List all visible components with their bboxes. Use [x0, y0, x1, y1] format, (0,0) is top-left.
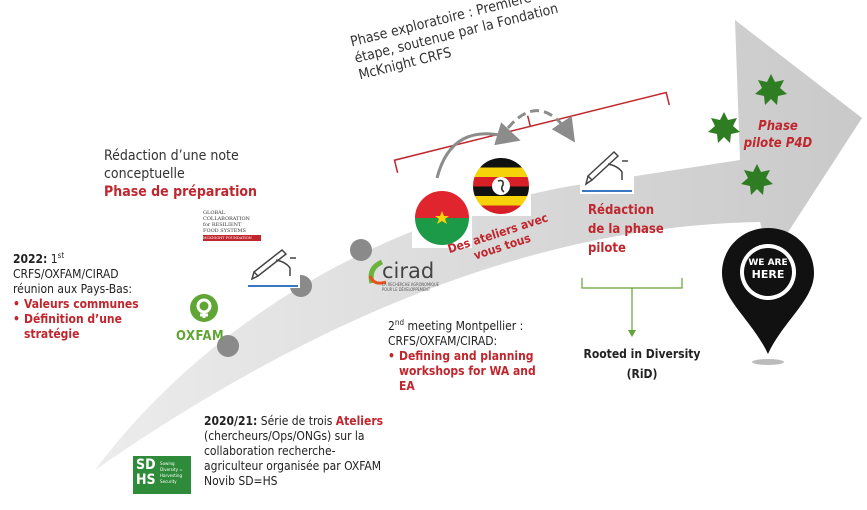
- burkina-faso-flag-icon: [412, 188, 472, 248]
- sdhs-hs: HS: [136, 472, 156, 488]
- milestone-2020-line2: (chercheurs/Ops/ONGs) sur la: [204, 429, 365, 443]
- milestone-2020-ateliers: Ateliers: [335, 414, 384, 428]
- p4d-line1: Phase: [758, 119, 798, 134]
- timeline-dot: [350, 239, 372, 261]
- milestone-2022-ordinal: 1: [47, 252, 58, 266]
- we-are-here-label: WE ARE HERE: [744, 258, 792, 280]
- montpellier-title: meeting Montpellier :: [404, 319, 524, 333]
- concept-note-line1: Rédaction d’une note: [104, 148, 239, 164]
- arc-arrow-2: [506, 109, 575, 143]
- pilot-drafting-label: Rédaction de la phase pilote: [588, 201, 664, 258]
- gcrfs-line1: GLOBAL: [203, 210, 226, 216]
- milestone-2020-line4: agriculteur organisée par OXFAM: [204, 459, 382, 473]
- milestone-2022: 2022: 1st CRFS/OXFAM/CIRAD réunion aux P…: [13, 252, 183, 342]
- exploratory-bracket: [393, 91, 671, 174]
- sdhs-sub4: Security: [160, 480, 177, 485]
- concept-note-line2: conceptuelle: [104, 166, 185, 182]
- bullet-item: Defining and planning workshops for WA a…: [388, 349, 549, 394]
- rid-label: Rooted in Diversity (RiD): [581, 344, 703, 384]
- p4d-line2: pilote P4D: [743, 136, 813, 151]
- milestone-2020-text: Série de trois: [257, 414, 336, 428]
- bullet-item: Définition d’une stratégie: [13, 312, 144, 342]
- rid-line2: (RiD): [626, 367, 658, 381]
- pilot-drafting-line2: de la phase: [588, 222, 664, 237]
- arc-arrow-1: [435, 122, 521, 179]
- timeline-dot: [217, 335, 239, 357]
- sdhs-sd: SD: [136, 457, 156, 473]
- bullet-item: Valeurs communes: [13, 297, 183, 312]
- milestone-2022-year: 2022:: [13, 252, 48, 266]
- oxfam-logo-icon: [190, 294, 218, 322]
- montpellier-partners: CRFS/OXFAM/CIRAD:: [388, 334, 498, 348]
- star-icon: [708, 112, 740, 143]
- rid-line1: Rooted in Diversity: [583, 347, 701, 361]
- oxfam-wordmark: OXFAM: [176, 329, 225, 344]
- milestone-2022-meeting: réunion aux Pays-Bas:: [13, 282, 133, 296]
- writing-hand-icon: [246, 238, 300, 288]
- pilot-drafting-line3: pilote: [588, 241, 626, 256]
- montpellier-ordinal: 2: [388, 319, 395, 333]
- uganda-flag-icon: [471, 156, 531, 216]
- milestone-2022-bullets: Valeurs communes Définition d’une straté…: [13, 297, 183, 342]
- sdhs-sub3: Harvesting: [160, 474, 183, 479]
- p4d-pilot-label: Phase pilote P4D: [738, 118, 818, 152]
- we-are-here-line2: HERE: [751, 268, 785, 281]
- cirad-sub2: POUR LE DÉVELOPPEMENT: [382, 287, 431, 292]
- gcrfs-line3: for RESILIENT: [203, 222, 242, 228]
- pilot-drafting-line1: Rédaction: [588, 203, 655, 218]
- sdhs-sub2: Diversity =: [160, 468, 183, 473]
- cirad-wordmark: cirad LA RECHERCHE AGRONOMIQUE POUR LE D…: [382, 260, 462, 292]
- gcrfs-line5: MCKNIGHT FOUNDATION: [203, 235, 261, 241]
- milestone-2022-sup: st: [57, 251, 65, 260]
- gcrfs-logo: GLOBAL COLLABORATION for RESILIENT FOOD …: [200, 208, 264, 243]
- writing-hand-icon: [580, 138, 634, 194]
- montpellier-bullets: Defining and planning workshops for WA a…: [388, 349, 558, 394]
- milestone-2020-year: 2020/21:: [204, 414, 258, 428]
- sdhs-logo-box: [133, 456, 191, 494]
- star-icon: [755, 74, 787, 105]
- rid-bracket: [581, 278, 683, 337]
- gcrfs-line4: FOOD SYSTEMS: [203, 228, 246, 234]
- milestone-montpellier: 2nd meeting Montpellier : CRFS/OXFAM/CIR…: [388, 319, 558, 394]
- preparation-phase-label: Phase de préparation: [104, 184, 258, 200]
- we-are-here-line1: WE ARE: [748, 258, 788, 268]
- milestone-2020-line5: Novib SD=HS: [204, 474, 278, 488]
- montpellier-sup: nd: [394, 318, 405, 327]
- location-pin-icon: [722, 228, 814, 365]
- cirad-logo-icon: [368, 259, 387, 285]
- milestone-2022-partners: CRFS/OXFAM/CIRAD: [13, 267, 119, 281]
- cirad-sub1: LA RECHERCHE AGRONOMIQUE: [382, 282, 439, 287]
- sdhs-sub1: Sowing: [160, 462, 175, 467]
- milestone-2020: 2020/21: Série de trois Ateliers (cherch…: [204, 414, 419, 489]
- milestone-concept-note: Rédaction d’une note conceptuelle Phase …: [104, 147, 257, 201]
- timeline-arrow: [95, 20, 862, 470]
- milestone-2020-line3: collaboration recherche-: [204, 444, 336, 458]
- gcrfs-line2: COLLABORATION: [203, 216, 250, 222]
- cirad-name: cirad: [382, 259, 435, 283]
- star-icon: [741, 164, 773, 195]
